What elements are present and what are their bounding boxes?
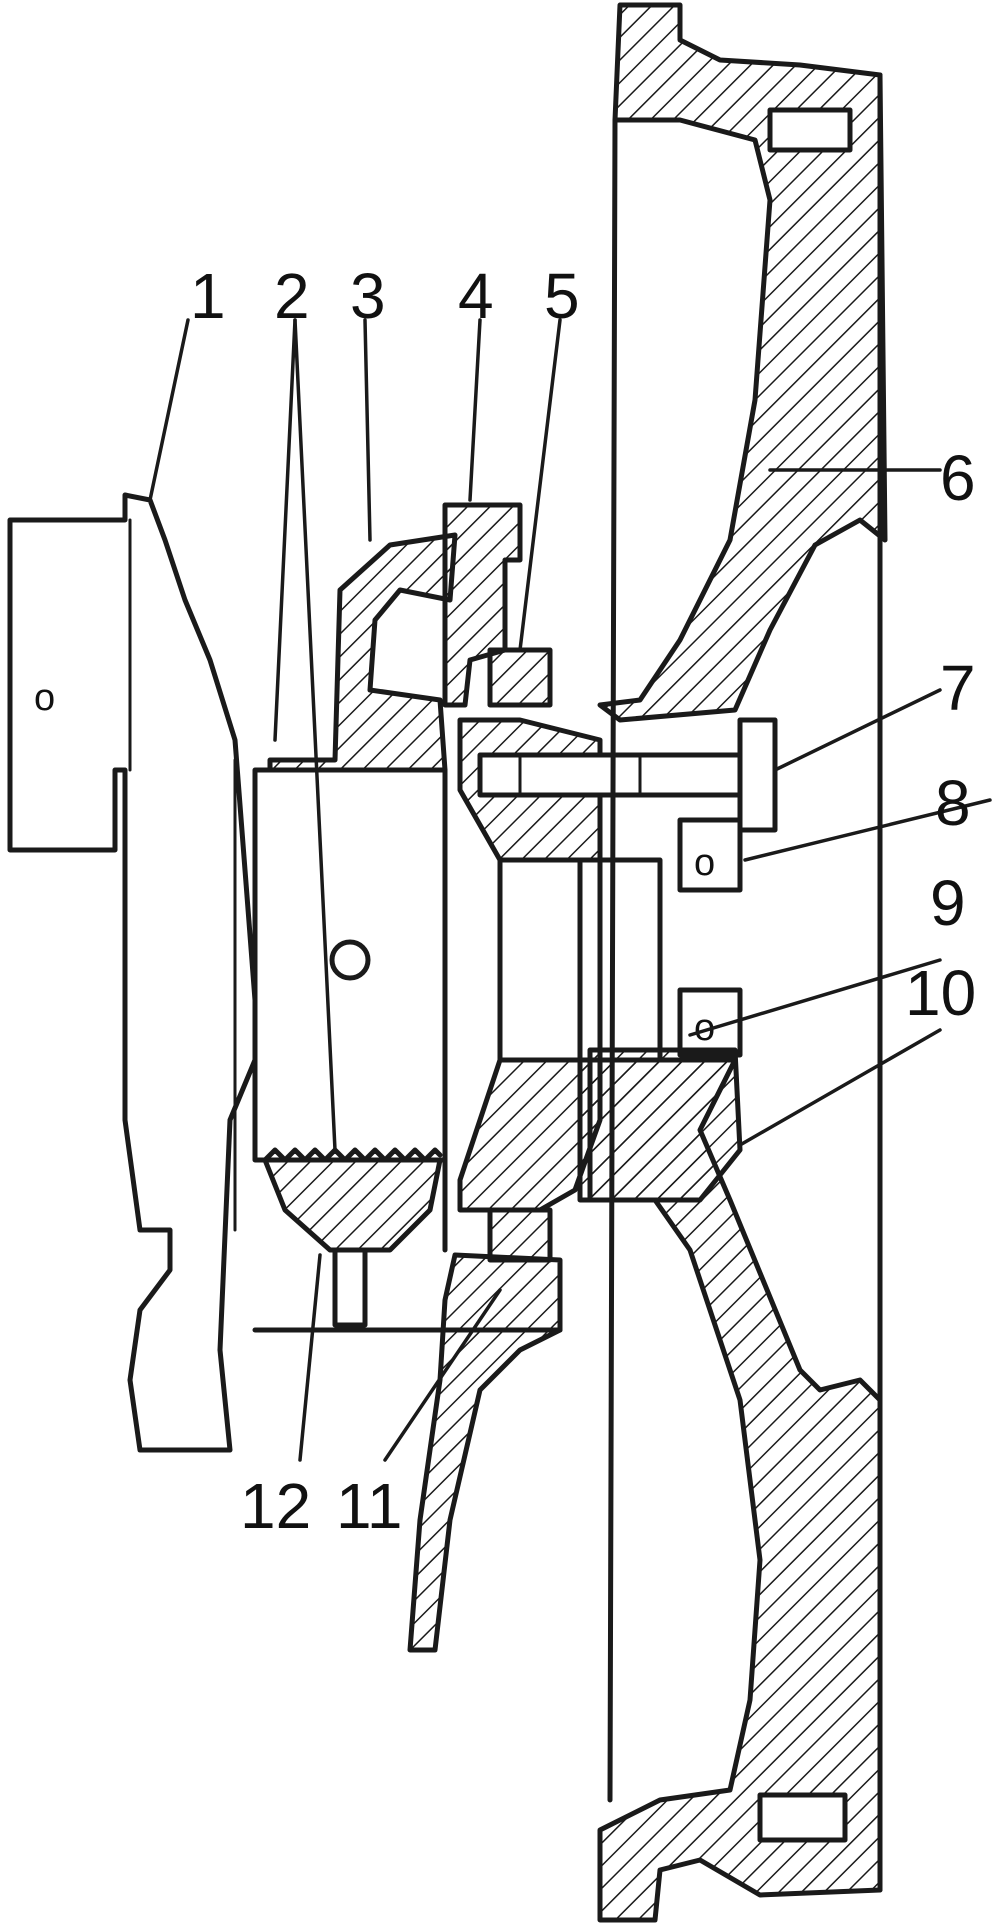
leader-1 bbox=[148, 318, 190, 502]
callout-10: 10 bbox=[905, 957, 976, 1029]
central-shaft bbox=[252, 767, 448, 1163]
leader-2a bbox=[273, 318, 297, 742]
leader-7 bbox=[773, 688, 942, 772]
callout-labels: 1 2 3 4 5 6 7 8 9 10 11 12 bbox=[190, 260, 976, 1542]
part-10-hub-plate bbox=[587, 1047, 743, 1203]
leader-9 bbox=[688, 958, 942, 1037]
callout-8: 8 bbox=[935, 767, 971, 839]
leader-3 bbox=[363, 318, 372, 542]
callout-6: 6 bbox=[940, 442, 976, 514]
leader-12 bbox=[298, 1253, 322, 1462]
callout-7: 7 bbox=[940, 652, 976, 724]
part-8-bearing: o bbox=[677, 817, 743, 893]
leader-5 bbox=[518, 318, 562, 652]
part-8-marking: o bbox=[694, 842, 715, 884]
part-6-rotor bbox=[577, 2, 888, 1923]
callout-12: 12 bbox=[240, 1470, 311, 1542]
leader-10 bbox=[738, 1028, 942, 1147]
leader-lines bbox=[148, 318, 992, 1462]
part-5-seal bbox=[487, 647, 553, 1263]
leader-8 bbox=[743, 798, 992, 862]
leader-11 bbox=[383, 1288, 502, 1462]
callout-4: 4 bbox=[458, 260, 494, 332]
part-11-arm bbox=[407, 1157, 563, 1653]
callout-1: 1 bbox=[190, 260, 226, 332]
part-1-marking: o bbox=[34, 677, 55, 719]
part-3-bracket bbox=[267, 532, 458, 773]
callout-11: 11 bbox=[336, 1470, 402, 1542]
callout-3: 3 bbox=[350, 260, 386, 332]
leader-2b bbox=[293, 318, 337, 1152]
part-1-flange: o bbox=[7, 492, 258, 1453]
callout-2: 2 bbox=[274, 260, 310, 332]
callout-5: 5 bbox=[544, 260, 580, 332]
part-9-marking: o bbox=[694, 1007, 715, 1049]
callout-9: 9 bbox=[930, 867, 966, 939]
part-2-gear-teeth bbox=[262, 1147, 443, 1253]
leader-4 bbox=[468, 318, 482, 502]
